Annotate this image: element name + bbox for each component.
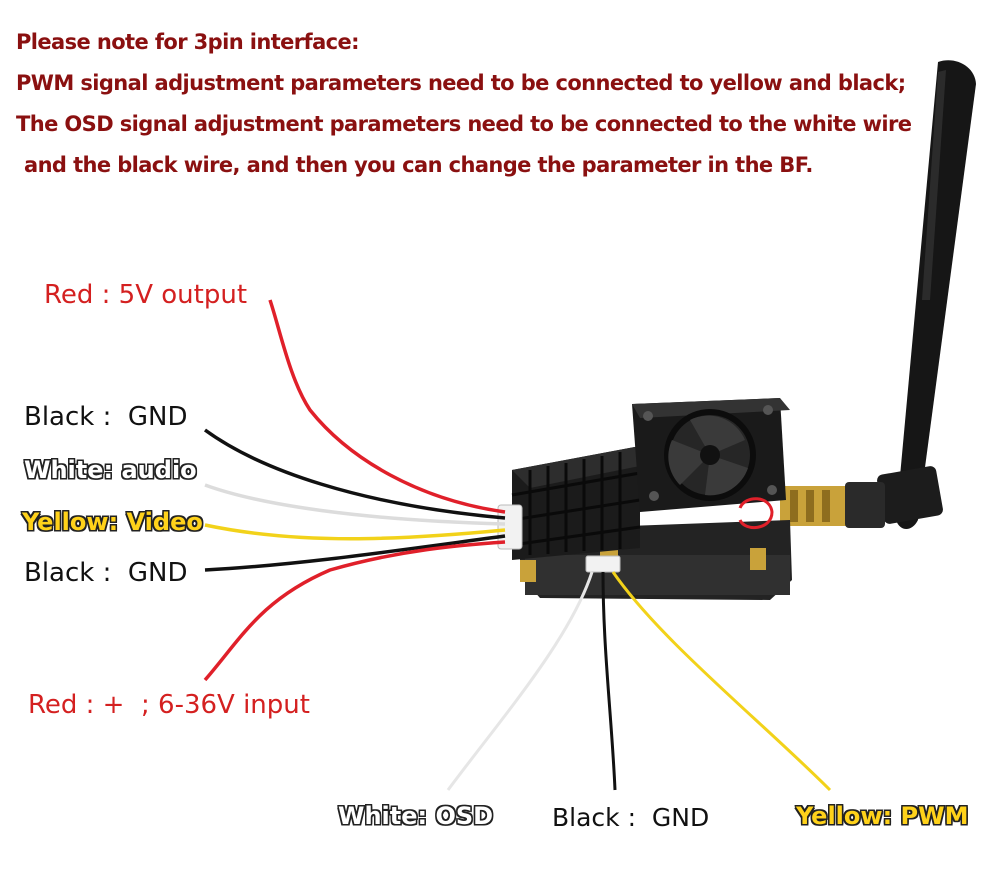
note-line-1: Please note for 3pin interface: [16, 30, 360, 54]
label-black-gnd-bottom: Black : GND [24, 558, 188, 588]
cooling-fan-icon [632, 398, 790, 529]
antenna-icon [780, 60, 976, 529]
label-black-gnd-top: Black : GND [24, 402, 188, 432]
label-white-osd: White: OSD [338, 802, 494, 830]
note-line-4: and the black wire, and then you can cha… [24, 153, 813, 177]
label-white-audio: White: audio [24, 456, 197, 484]
label-red-input: Red : + ; 6-36V input [28, 690, 310, 720]
label-yellow-video: Yellow: Video [22, 508, 203, 536]
label-black-gnd-pin: Black : GND [552, 803, 710, 832]
note-line-3: The OSD signal adjustment parameters nee… [16, 112, 912, 136]
note-line-2: PWM signal adjustment parameters need to… [16, 71, 906, 95]
label-yellow-pwm: Yellow: PWM [796, 802, 969, 830]
label-red-5v-output: Red : 5V output [44, 280, 248, 310]
instruction-note: Please note for 3pin interface: PWM sign… [16, 22, 976, 186]
